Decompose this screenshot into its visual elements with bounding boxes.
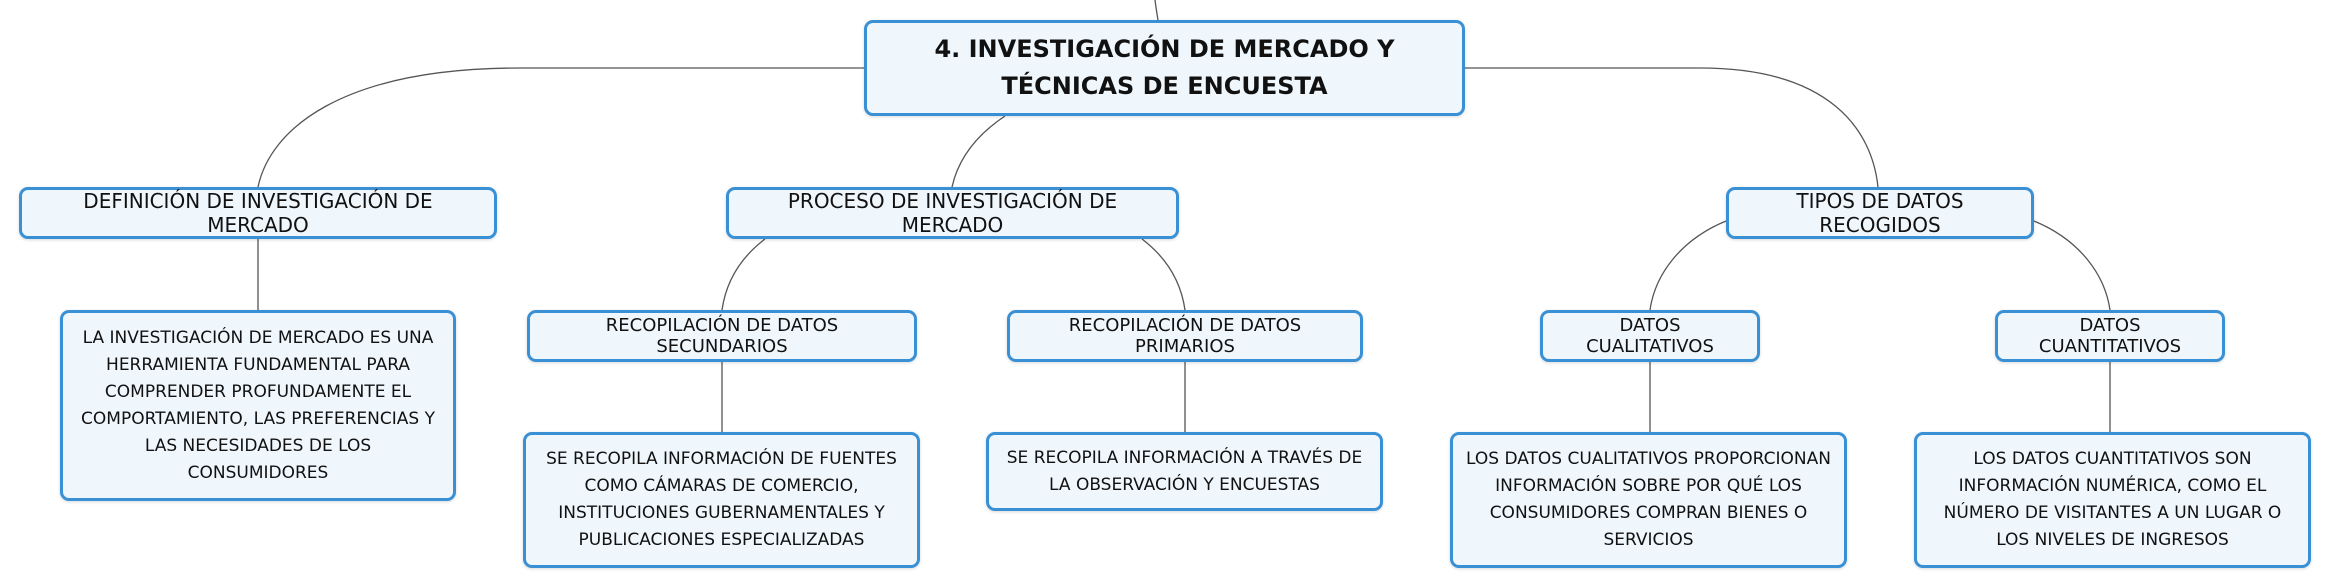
root-topic-label: 4. INVESTIGACIÓN DE MERCADO Y TÉCNICAS D…: [934, 35, 1395, 100]
subtopic-primarios-label: RECOPILACIÓN DE DATOS PRIMARIOS: [1068, 315, 1302, 357]
topic-proceso[interactable]: PROCESO DE INVESTIGACIÓN DE MERCADO: [726, 187, 1179, 239]
topic-tipos[interactable]: TIPOS DE DATOS RECOGIDOS: [1726, 187, 2034, 239]
subtopic-primarios-detail-label: SE RECOPILA INFORMACIÓN A TRAVÉS DE LA O…: [1006, 447, 1363, 495]
topic-definicion-label: DEFINICIÓN DE INVESTIGACIÓN DE MERCADO: [83, 189, 433, 237]
connector-root-definicion: [257, 67, 864, 188]
subtopic-cualitativos-label: DATOS CUALITATIVOS: [1586, 315, 1714, 357]
topic-tipos-label: TIPOS DE DATOS RECOGIDOS: [1796, 189, 1964, 237]
subtopic-cuantitativos-detail[interactable]: LOS DATOS CUANTITATIVOS SON INFORMACIÓN …: [1914, 432, 2311, 568]
subtopic-secundarios-detail-label: SE RECOPILA INFORMACIÓN DE FUENTES COMO …: [546, 449, 897, 550]
subtopic-secundarios[interactable]: RECOPILACIÓN DE DATOS SECUNDARIOS: [527, 310, 917, 362]
connector-tipos-cualitativos: [1649, 220, 1727, 311]
subtopic-cuantitativos-label: DATOS CUANTITATIVOS: [2038, 315, 2182, 357]
subtopic-secundarios-label: RECOPILACIÓN DE DATOS SECUNDARIOS: [605, 315, 839, 357]
subtopic-definicion-detail[interactable]: LA INVESTIGACIÓN DE MERCADO ES UNA HERRA…: [60, 310, 456, 501]
root-topic[interactable]: 4. INVESTIGACIÓN DE MERCADO Y TÉCNICAS D…: [864, 20, 1465, 116]
subtopic-definicion-detail-label: LA INVESTIGACIÓN DE MERCADO ES UNA HERRA…: [81, 327, 435, 483]
subtopic-primarios-detail[interactable]: SE RECOPILA INFORMACIÓN A TRAVÉS DE LA O…: [986, 432, 1383, 511]
connector-tipos-cuantitativos: [2033, 220, 2111, 311]
connector-proceso-primarios: [1141, 238, 1186, 311]
subtopic-cuantitativos[interactable]: DATOS CUANTITATIVOS: [1995, 310, 2225, 362]
subtopic-cuantitativos-detail-label: LOS DATOS CUANTITATIVOS SON INFORMACIÓN …: [1943, 449, 2282, 550]
connector-root-tipos: [1465, 67, 1879, 188]
subtopic-cualitativos[interactable]: DATOS CUALITATIVOS: [1540, 310, 1760, 362]
connector-proceso-secundarios: [721, 238, 766, 311]
topic-definicion[interactable]: DEFINICIÓN DE INVESTIGACIÓN DE MERCADO: [19, 187, 497, 239]
connector-root-top: [1154, 0, 1159, 21]
subtopic-secundarios-detail[interactable]: SE RECOPILA INFORMACIÓN DE FUENTES COMO …: [523, 432, 920, 568]
topic-proceso-label: PROCESO DE INVESTIGACIÓN DE MERCADO: [787, 189, 1118, 237]
connector-root-proceso: [951, 115, 1006, 188]
subtopic-cualitativos-detail-label: LOS DATOS CUALITATIVOS PROPORCIONAN INFO…: [1466, 449, 1831, 550]
subtopic-cualitativos-detail[interactable]: LOS DATOS CUALITATIVOS PROPORCIONAN INFO…: [1450, 432, 1847, 568]
subtopic-primarios[interactable]: RECOPILACIÓN DE DATOS PRIMARIOS: [1007, 310, 1363, 362]
